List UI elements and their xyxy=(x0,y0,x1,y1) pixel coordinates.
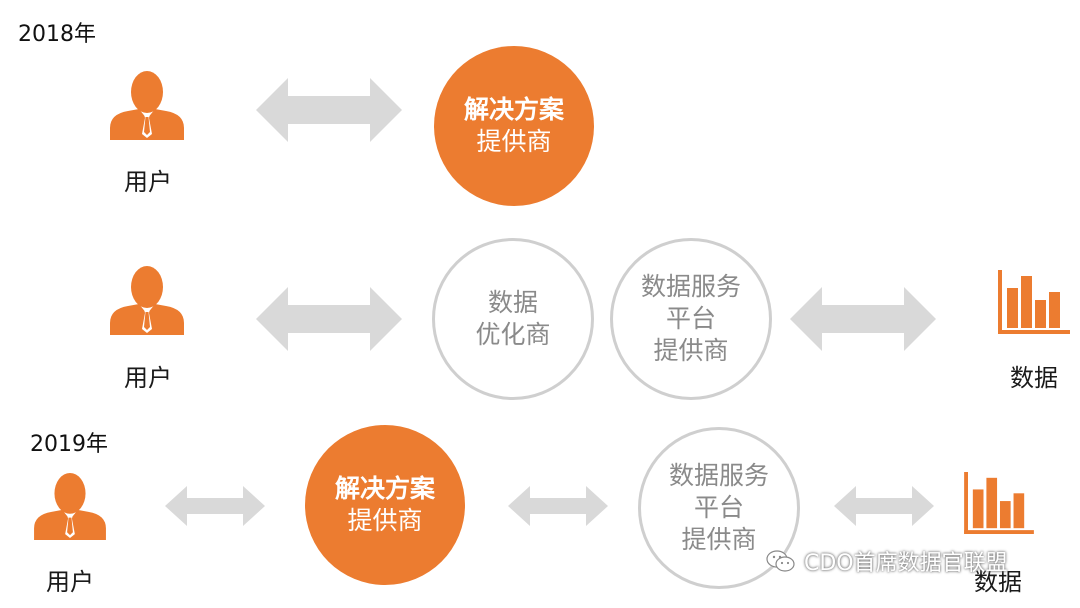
double-arrow-icon xyxy=(508,486,608,526)
platform-line1: 数据服务 xyxy=(640,272,741,301)
double-arrow-icon xyxy=(256,78,402,142)
data-optimizer-line2: 优化商 xyxy=(475,320,551,349)
watermark-text: CDO首席数据官联盟 xyxy=(804,551,1008,576)
solution-provider-subtitle: 提供商 xyxy=(347,506,423,535)
double-arrow-icon xyxy=(256,287,402,351)
year-2018-label: 2018年 xyxy=(18,22,96,47)
data-service-platform-circle: 数据服务 平台 提供商 xyxy=(638,427,800,589)
solution-provider-circle: 解决方案 提供商 xyxy=(305,425,465,585)
platform-line3: 提供商 xyxy=(653,336,729,365)
solution-provider-title: 解决方案 xyxy=(334,474,435,503)
wechat-icon xyxy=(766,549,796,573)
solution-provider-subtitle: 提供商 xyxy=(476,127,552,156)
solution-provider-title: 解决方案 xyxy=(463,95,564,124)
data-optimizer-line1: 数据 xyxy=(487,288,538,317)
platform-line2: 平台 xyxy=(693,493,744,522)
double-arrow-icon xyxy=(790,287,936,351)
user-icon xyxy=(32,472,108,540)
solution-provider-circle: 解决方案 提供商 xyxy=(434,46,594,206)
bar-chart-icon xyxy=(998,270,1070,334)
double-arrow-icon xyxy=(165,486,265,526)
platform-line2: 平台 xyxy=(665,304,716,333)
data-label: 数据 xyxy=(1010,364,1058,392)
data-optimizer-circle: 数据 优化商 xyxy=(432,238,594,400)
user-icon xyxy=(108,70,186,140)
user-label: 用户 xyxy=(124,364,172,392)
year-2019-label: 2019年 xyxy=(30,432,108,457)
user-label: 用户 xyxy=(124,168,172,196)
platform-line3: 提供商 xyxy=(681,525,757,554)
platform-line1: 数据服务 xyxy=(668,461,769,490)
user-label: 用户 xyxy=(46,568,94,596)
user-icon xyxy=(108,265,186,335)
watermark: CDO首席数据官联盟 xyxy=(766,545,1008,577)
data-service-platform-circle: 数据服务 平台 提供商 xyxy=(610,238,772,400)
bar-chart-icon xyxy=(964,472,1034,534)
data-label: 数据 xyxy=(974,568,1022,596)
double-arrow-icon xyxy=(834,486,934,526)
